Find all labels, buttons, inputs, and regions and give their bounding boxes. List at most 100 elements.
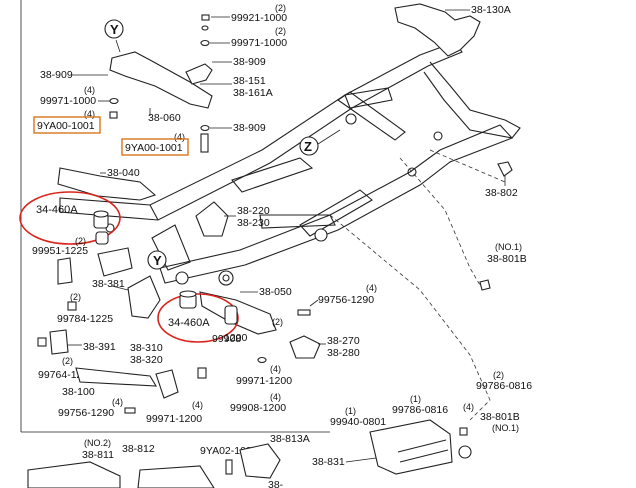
label-38-151: 38-151: [233, 75, 266, 87]
qty-99951: (2): [75, 236, 86, 246]
label-99786-0816-a: 99786-0816: [476, 380, 532, 392]
skid-plate-38-811: [27, 461, 121, 488]
label-38-cut: 38-: [268, 479, 284, 488]
label-38-130A: 38-130A: [471, 4, 511, 16]
leader-99756a: [309, 299, 319, 307]
label-38-060: 38-060: [148, 112, 181, 124]
label-38-909-a: 38-909: [233, 56, 266, 68]
bushing-34-460A-upper: [93, 210, 109, 245]
highlight-box-9YA00-a: [33, 116, 101, 134]
label-99784-1225: 99784-1225: [57, 313, 113, 325]
label-38-909-c: 38-909: [233, 122, 266, 134]
qty-9YA00a: (4): [84, 109, 95, 119]
label-38-040: 38-040: [107, 167, 140, 179]
qty-99971c: (4): [270, 364, 281, 374]
bracket-38-831: [369, 419, 453, 475]
label-38-280: 38-280: [327, 347, 360, 359]
label-9YA00-1001-b: 9YA00-1001: [125, 142, 183, 154]
label-38-812: 38-812: [122, 443, 155, 455]
bracket-38-220: [195, 201, 229, 237]
note-no1-b: (NO.1): [492, 423, 519, 433]
chassis-frame: [59, 41, 521, 286]
bracket-front-lower: [97, 247, 133, 277]
bolt-99756-a: [297, 309, 311, 316]
bracket-38-100: [75, 367, 158, 387]
label-99756-1290-b: 99756-1290: [58, 407, 114, 419]
qty-99971d: (4): [192, 400, 203, 410]
bracket-38-310: [155, 369, 179, 399]
qty-38801Bb: (4): [463, 402, 474, 412]
bracket-38-831-ribs: [397, 439, 449, 463]
qty-99784: (2): [70, 292, 81, 302]
spacer-99951: [57, 257, 73, 285]
label-99940-0801: 99940-0801: [330, 416, 386, 428]
leader-38831: [345, 457, 377, 463]
bolt-99784: [67, 301, 77, 311]
label-99971-1000-a: 99971-1000: [231, 37, 287, 49]
label-99971-1200-d: 99971-1200: [146, 413, 202, 425]
leader-38381: [111, 285, 129, 291]
label-99921-1000: 99921-1000: [231, 12, 287, 24]
qty-99921: (2): [275, 3, 286, 13]
leader-ref-z: [317, 129, 341, 145]
label-38-813A: 38-813A: [270, 433, 310, 445]
label-38-270: 38-270: [327, 335, 360, 347]
dashed-leader-38801Bb: [329, 214, 491, 421]
plug-38-802: [497, 161, 513, 177]
qty-99756a: (4): [366, 283, 377, 293]
ref-circle-y-lower: [147, 250, 167, 270]
label-99908-a: 99908: [212, 333, 241, 345]
bolt-9YA02: [225, 459, 233, 475]
label-38-320: 38-320: [130, 354, 163, 366]
plug-38-801B-a: [479, 279, 491, 291]
label-38-161A: 38-161A: [233, 87, 273, 99]
qty-9YA00b: (4): [174, 132, 185, 142]
ref-y-upper: Y: [110, 22, 119, 37]
label-38-802: 38-802: [485, 187, 518, 199]
callout-circle-34-460A-upper: [19, 191, 121, 245]
qty-99971b: (4): [84, 85, 95, 95]
qty-99971a: (2): [275, 26, 286, 36]
label-38-230: 38-230: [237, 217, 270, 229]
side-bracket-38-040: [57, 167, 157, 201]
leader-ref-y1: [115, 39, 121, 53]
label-9YA00-1001-a: 9YA00-1001: [37, 120, 95, 132]
ref-circle-y-upper: [104, 19, 124, 39]
label-99908-1200-b: 99908-1200: [230, 402, 286, 414]
bolt-99756-b: [124, 407, 136, 414]
hardware-top-group: [109, 14, 213, 153]
label-99786-0816-b: 99786-0816: [392, 404, 448, 416]
highlight-box-9YA00-b: [121, 138, 189, 156]
label-38-310: 38-310: [130, 342, 163, 354]
plug-38-801B-b: [458, 445, 472, 459]
label-38-801B-a: 38-801B: [487, 253, 527, 265]
label-99971-1200-c: 99971-1200: [236, 375, 292, 387]
qty-38270: (2): [272, 317, 283, 327]
label-38-909-b: 38-909: [40, 69, 73, 81]
rear-crossmember-bracket: [394, 3, 481, 57]
callout-circle-34-460A-lower: [157, 293, 239, 343]
ref-z: Z: [304, 139, 312, 154]
bracket-38-391: [49, 329, 69, 355]
bolt-38-801B: [459, 427, 468, 436]
bracket-38-381: [127, 275, 161, 319]
ref-y-lower: Y: [153, 253, 162, 268]
washer-99971-c: [257, 356, 267, 364]
label-38-050: 38-050: [259, 286, 292, 298]
nut-99908: [197, 367, 207, 379]
skid-plate-38-812: [137, 465, 215, 488]
label-38-831: 38-831: [312, 456, 345, 468]
label-38-811: 38-811: [82, 449, 114, 461]
label-38-100: 38-100: [62, 386, 95, 398]
qty-99940: (1): [345, 406, 356, 416]
label-99971-1000-b: 99971-1000: [40, 95, 96, 107]
note-no1-a: (NO.1): [495, 242, 522, 252]
crossmember-bracket-upper: [109, 51, 213, 109]
bracket-38-813A: [239, 443, 281, 479]
bracket-38-270: [289, 335, 321, 359]
label-38-801B-b: 38-801B: [480, 411, 520, 423]
qty-99756b: (4): [112, 397, 123, 407]
note-no2: (NO.2): [84, 438, 111, 448]
label-38-391: 38-391: [83, 341, 116, 353]
